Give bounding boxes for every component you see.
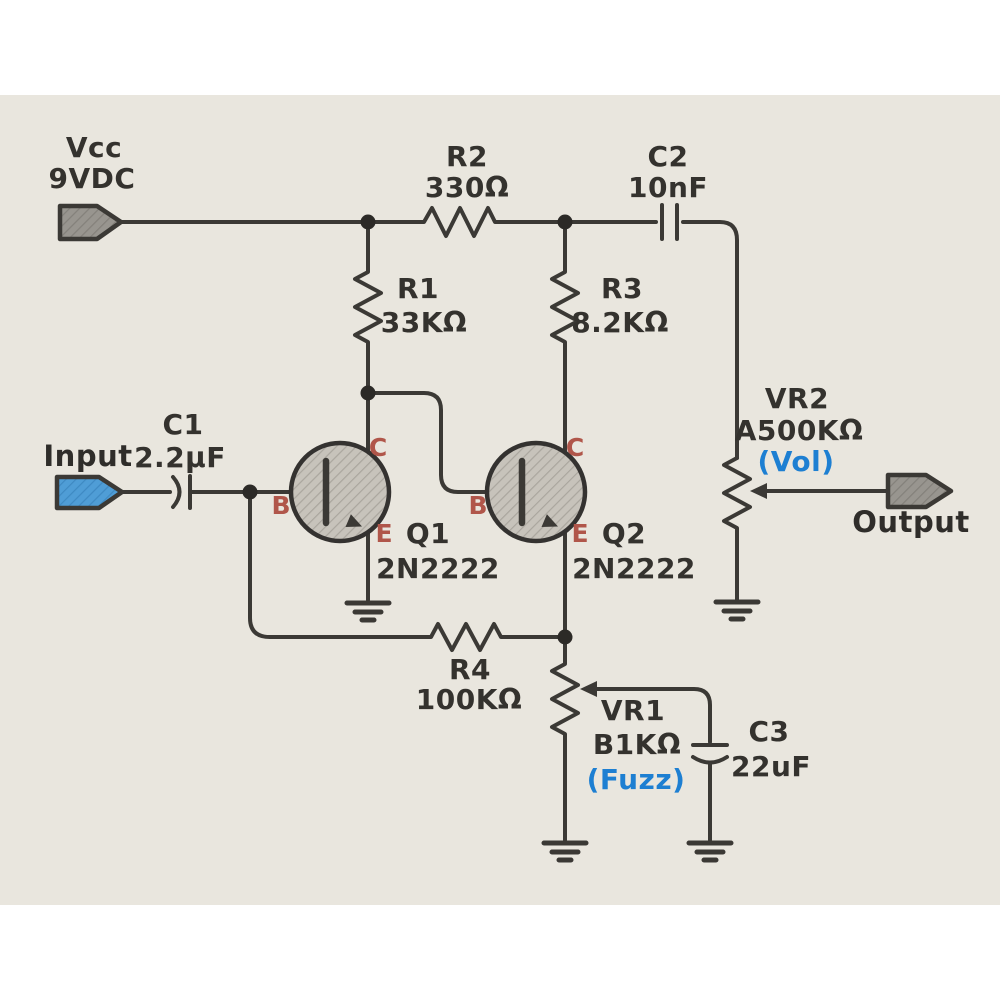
ground-q1-emitter <box>344 600 392 623</box>
node-rail-r1 <box>360 214 376 230</box>
r2-value-label: 330Ω <box>425 171 509 204</box>
vcc-label: Vcc <box>66 131 122 164</box>
connector-vcc: Vcc 9VDC <box>49 131 136 242</box>
vr1-function-label: (Fuzz) <box>587 763 686 796</box>
q2-emitter-arrow <box>541 514 558 527</box>
r3-name-label: R3 <box>601 272 643 305</box>
q1-emitter-arrow <box>345 514 362 527</box>
r4-name-label: R4 <box>449 653 491 686</box>
c3-value-label: 22uF <box>731 750 811 783</box>
wire-vr1-wiper-to-c3 <box>590 687 712 744</box>
q1-pin-c-label: C <box>369 433 387 462</box>
vr1-name-label: VR1 <box>601 694 665 727</box>
q1-part-label: 2N2222 <box>376 552 500 585</box>
vcc-terminal-arrow <box>57 203 124 242</box>
r1-value-label: 33KΩ <box>381 306 467 339</box>
c1-value-label: 2.2μF <box>134 441 226 474</box>
q2-pin-e-label: E <box>571 519 588 548</box>
component-labels: R2 330Ω C2 10nF R1 33KΩ R3 8.2KΩ C1 2.2μ… <box>134 140 863 796</box>
q2-pin-b-label: B <box>468 491 487 520</box>
resistor-r1-body <box>353 220 383 395</box>
vr2-wiper-arrowhead <box>750 483 767 499</box>
q2-body-circle <box>484 440 588 544</box>
transistor-q2: C B E Q2 2N2222 <box>468 433 695 585</box>
c2-value-label: 10nF <box>628 171 708 204</box>
ground-vr2 <box>713 599 761 622</box>
c2-name-label: C2 <box>647 140 688 173</box>
vr2-function-label: (Vol) <box>757 445 834 478</box>
q1-body-circle <box>288 440 392 544</box>
vr1-value-label: B1KΩ <box>593 728 681 761</box>
input-label: Input <box>43 439 132 473</box>
r4-value-label: 100KΩ <box>416 683 522 716</box>
input-terminal-arrow <box>54 474 125 511</box>
connector-input: Input <box>43 439 132 511</box>
potentiometer-vr1-body <box>550 635 580 842</box>
transistor-q1: C B E Q1 2N2222 <box>271 433 499 585</box>
output-terminal-arrow <box>885 472 954 510</box>
potentiometer-vr2-body <box>722 456 752 602</box>
wire-feedback-r4 <box>248 495 567 652</box>
vr1-wiper-arrowhead <box>580 681 597 697</box>
ground-symbols <box>344 599 761 863</box>
q2-pin-c-label: C <box>566 433 584 462</box>
junction-nodes <box>242 214 573 645</box>
c3-name-label: C3 <box>748 715 789 748</box>
wire-c2-to-vr2 <box>681 220 739 460</box>
resistor-r3-body <box>521 220 580 474</box>
r2-name-label: R2 <box>446 140 488 173</box>
node-rail-r3 <box>557 214 573 230</box>
q1-pin-e-label: E <box>375 519 392 548</box>
q2-name-label: Q2 <box>602 517 646 550</box>
node-q2-emitter <box>557 629 573 645</box>
r1-name-label: R1 <box>397 272 439 305</box>
capacitor-c2-plates <box>660 203 679 241</box>
vr2-name-label: VR2 <box>765 382 829 415</box>
node-input <box>242 484 258 500</box>
connector-output: Output <box>852 472 969 539</box>
output-label: Output <box>852 505 969 539</box>
r3-value-label: 8.2KΩ <box>571 306 669 339</box>
ground-c3 <box>686 840 734 863</box>
q1-pin-b-label: B <box>271 491 290 520</box>
ground-vr1 <box>541 840 589 863</box>
vr2-value-label: A500KΩ <box>735 414 864 447</box>
c1-name-label: C1 <box>162 408 203 441</box>
wire-q1c-to-q2b <box>366 391 523 494</box>
q1-name-label: Q1 <box>406 517 450 550</box>
q2-part-label: 2N2222 <box>572 552 696 585</box>
node-q1-collector <box>360 385 376 401</box>
vcc-voltage-label: 9VDC <box>49 162 136 195</box>
